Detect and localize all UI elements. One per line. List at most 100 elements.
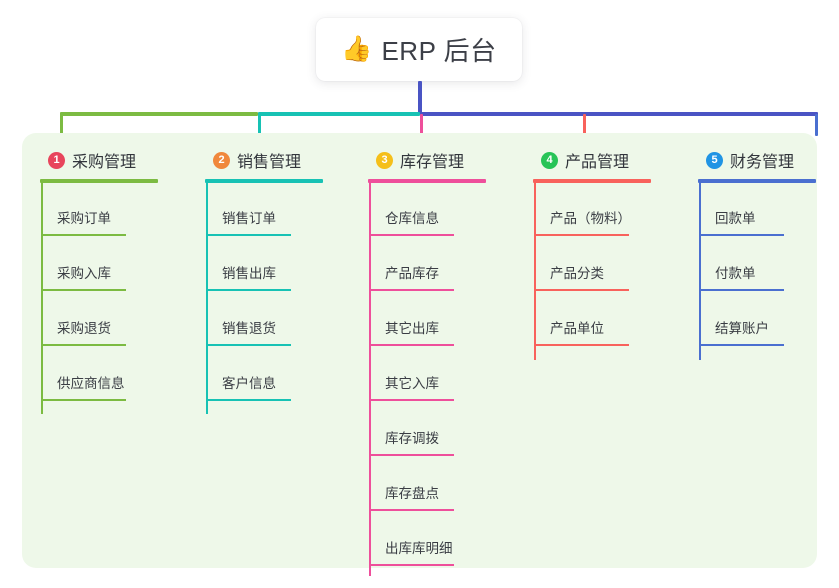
menu-item[interactable]: 其它入库 xyxy=(369,347,454,401)
menu-item[interactable]: 产品分类 xyxy=(534,237,629,291)
menu-item[interactable]: 供应商信息 xyxy=(41,347,126,401)
menu-item-label: 供应商信息 xyxy=(57,376,125,391)
menu-item[interactable]: 库存盘点 xyxy=(369,457,454,511)
menu-item-label: 销售出库 xyxy=(222,266,276,281)
column-spine-3 xyxy=(369,182,371,576)
column-header-rule-5 xyxy=(698,179,816,183)
menu-item-label: 客户信息 xyxy=(222,376,276,391)
branch-column-1: 1 采购管理采购订单采购入库采购退货供应商信息 xyxy=(30,133,168,414)
menu-item-rule xyxy=(534,289,629,291)
menu-item[interactable]: 产品库存 xyxy=(369,237,454,291)
column-header-rule-3 xyxy=(368,179,486,183)
bus-segment-3 xyxy=(420,112,818,116)
menu-item-rule xyxy=(206,399,291,401)
menu-item-rule xyxy=(534,344,629,346)
menu-item-label: 结算账户 xyxy=(715,321,769,336)
menu-item-label: 产品库存 xyxy=(385,266,439,281)
menu-item-rule xyxy=(369,289,454,291)
menu-item-label: 产品分类 xyxy=(550,266,604,281)
menu-item-rule xyxy=(206,344,291,346)
column-badge-3: 3 xyxy=(376,151,393,169)
column-header-1[interactable]: 1 采购管理 xyxy=(30,145,168,175)
branch-drop-4 xyxy=(583,114,586,136)
branch-drop-2 xyxy=(258,114,261,136)
root-node-card[interactable]: 👍 ERP 后台 xyxy=(316,18,522,81)
menu-item-rule xyxy=(699,289,784,291)
column-spine-5 xyxy=(699,182,701,360)
menu-item-rule xyxy=(369,564,454,566)
menu-item-label: 产品单位 xyxy=(550,321,604,336)
menu-item-rule xyxy=(369,509,454,511)
menu-item-label: 出库库明细 xyxy=(385,541,453,556)
menu-item-rule xyxy=(369,234,454,236)
branch-drop-1 xyxy=(60,114,63,136)
column-header-rule-1 xyxy=(40,179,158,183)
menu-item-label: 库存调拨 xyxy=(385,431,439,446)
thumbs-up-icon: 👍 xyxy=(341,35,373,63)
column-badge-4: 4 xyxy=(541,151,558,169)
menu-item[interactable]: 库存调拨 xyxy=(369,402,454,456)
bus-segment-2 xyxy=(258,112,420,116)
menu-item[interactable]: 采购入库 xyxy=(41,237,126,291)
column-spine-1 xyxy=(41,182,43,414)
menu-item-rule xyxy=(41,399,126,401)
menu-item[interactable]: 采购订单 xyxy=(41,182,126,236)
bus-segment-1 xyxy=(60,112,258,116)
menu-item[interactable]: 产品单位 xyxy=(534,292,629,346)
menu-item-rule xyxy=(206,289,291,291)
menu-item-rule xyxy=(699,344,784,346)
menu-item-label: 采购入库 xyxy=(57,266,111,281)
menu-item-rule xyxy=(369,399,454,401)
menu-item-rule xyxy=(206,234,291,236)
column-badge-5: 5 xyxy=(706,151,723,169)
menu-item[interactable]: 回款单 xyxy=(699,182,784,236)
menu-item[interactable]: 产品（物料） xyxy=(534,182,631,236)
menu-item-label: 其它入库 xyxy=(385,376,439,391)
menu-item-label: 销售退货 xyxy=(222,321,276,336)
menu-item-rule xyxy=(699,234,784,236)
menu-item-label: 付款单 xyxy=(715,266,756,281)
menu-item-label: 回款单 xyxy=(715,211,756,226)
menu-item-rule xyxy=(369,454,454,456)
menu-item[interactable]: 仓库信息 xyxy=(369,182,454,236)
branch-column-3: 3 库存管理仓库信息产品库存其它出库其它入库库存调拨库存盘点出库库明细 xyxy=(358,133,496,576)
branch-drop-3 xyxy=(420,114,423,136)
menu-item-label: 销售订单 xyxy=(222,211,276,226)
menu-item-label: 仓库信息 xyxy=(385,211,439,226)
menu-item[interactable]: 采购退货 xyxy=(41,292,126,346)
page-title: ERP 后台 xyxy=(381,36,497,66)
menu-item[interactable]: 其它出库 xyxy=(369,292,454,346)
menu-item[interactable]: 结算账户 xyxy=(699,292,784,346)
column-spine-4 xyxy=(534,182,536,360)
column-header-3[interactable]: 3 库存管理 xyxy=(358,145,496,175)
column-title-1: 采购管理 xyxy=(72,154,137,171)
root-stem-connector xyxy=(418,81,422,115)
menu-item-label: 采购退货 xyxy=(57,321,111,336)
menu-item-rule xyxy=(41,289,126,291)
column-badge-1: 1 xyxy=(48,151,65,169)
menu-item[interactable]: 出库库明细 xyxy=(369,512,454,566)
column-header-rule-4 xyxy=(533,179,651,183)
menu-item-rule xyxy=(41,344,126,346)
menu-item-label: 产品（物料） xyxy=(550,211,631,226)
menu-item[interactable]: 付款单 xyxy=(699,237,784,291)
column-badge-2: 2 xyxy=(213,151,230,169)
branch-drop-5 xyxy=(815,114,818,136)
menu-item-rule xyxy=(369,344,454,346)
menu-item-rule xyxy=(534,234,629,236)
column-title-3: 库存管理 xyxy=(400,154,465,171)
menu-item[interactable]: 客户信息 xyxy=(206,347,291,401)
menu-item[interactable]: 销售退货 xyxy=(206,292,291,346)
menu-item-label: 其它出库 xyxy=(385,321,439,336)
menu-item[interactable]: 销售出库 xyxy=(206,237,291,291)
menu-item[interactable]: 销售订单 xyxy=(206,182,291,236)
menu-item-label: 库存盘点 xyxy=(385,486,439,501)
